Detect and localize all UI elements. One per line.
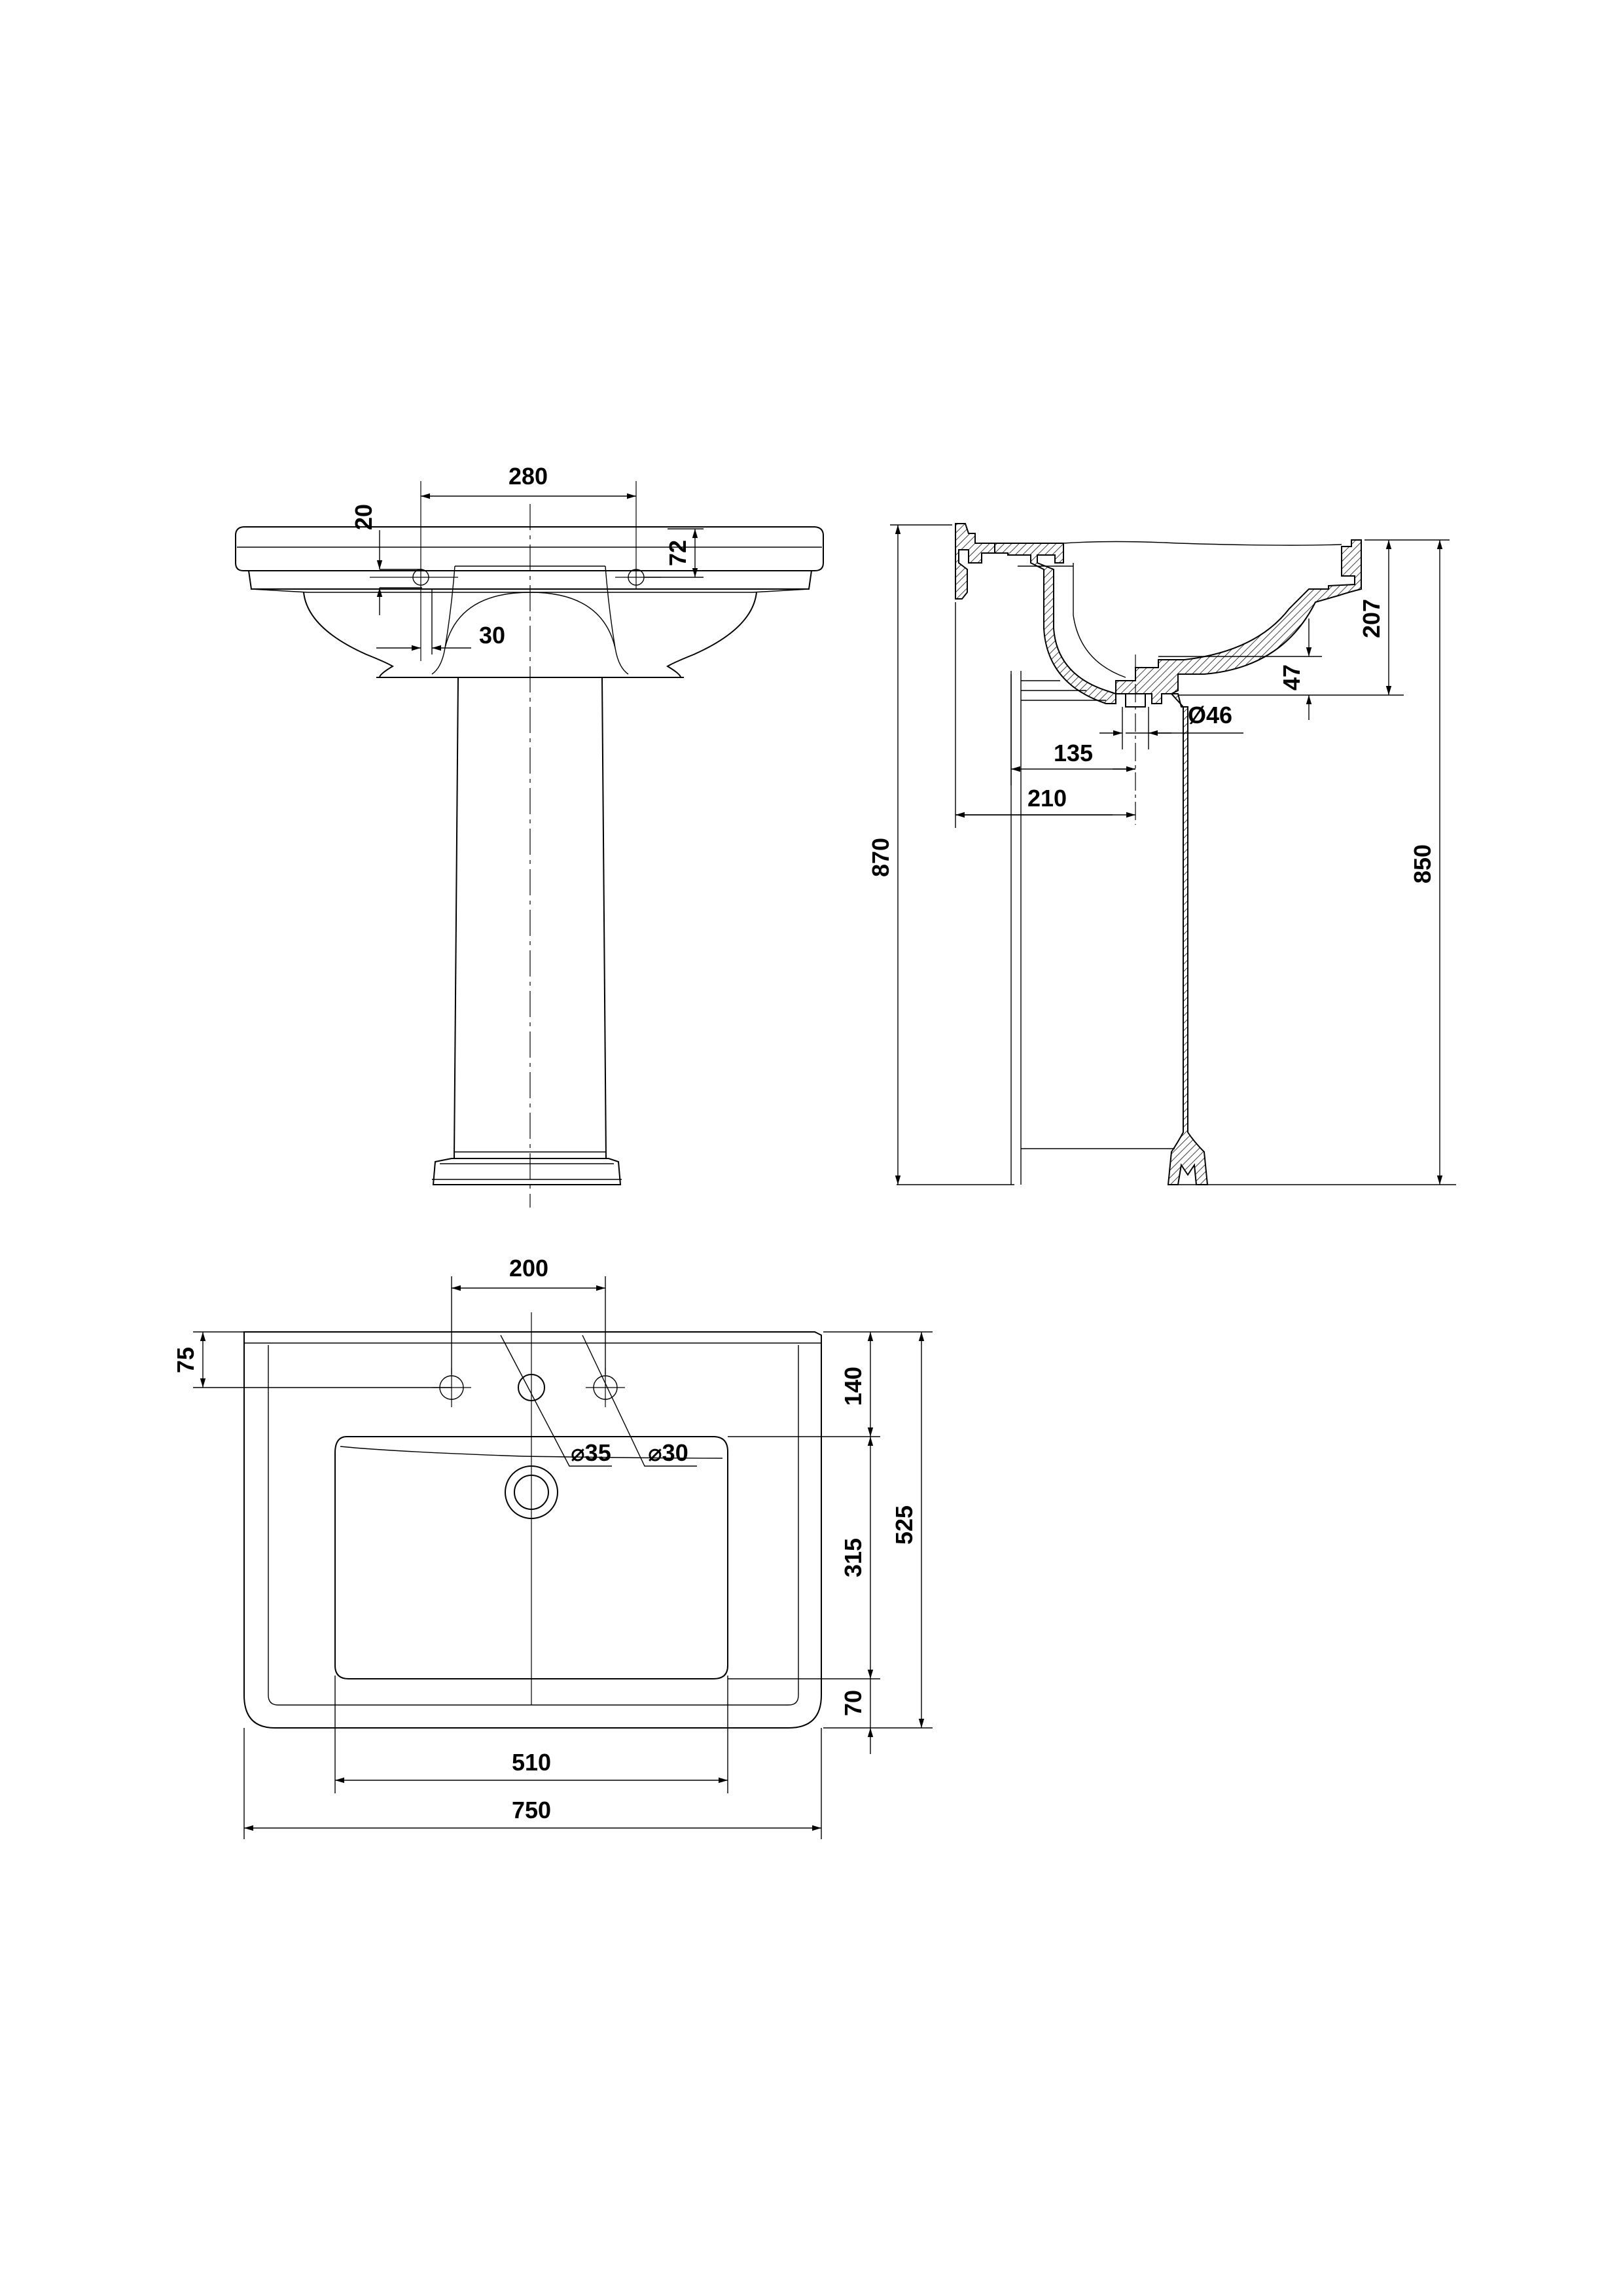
front-view: 280 20 72 30	[235, 463, 824, 1208]
plan-side-hole-label: ⌀30	[648, 1439, 688, 1466]
side-waste-offset-inner-label: 135	[1054, 740, 1093, 766]
side-bowl-depth-label: 207	[1358, 599, 1385, 638]
front-tap-offset-right-label: 72	[664, 540, 691, 566]
front-tap-offset-top-label: 20	[350, 504, 377, 530]
plan-overall-width-label: 750	[512, 1797, 551, 1823]
side-rim-height-label: 850	[1409, 844, 1436, 884]
plan-view: 200 75 140 315 70 525 ⌀35 ⌀30 510 750	[172, 1255, 933, 1839]
side-view: 870 850 207 47 Ø46 135 210	[867, 523, 1456, 1185]
front-tap-spacing-label: 280	[508, 463, 548, 490]
plan-front-offset-label: 75	[172, 1347, 199, 1373]
plan-bowl-length-label: 315	[840, 1538, 866, 1577]
plan-rear-depth-label: 140	[840, 1367, 866, 1406]
side-waste-offset-outer-label: 210	[1027, 785, 1067, 812]
plan-tap-spacing-label: 200	[509, 1255, 548, 1282]
plan-centre-hole-label: ⌀35	[571, 1439, 611, 1466]
plan-bowl-width-label: 510	[512, 1749, 551, 1776]
front-tap-offset-bottom-label: 30	[479, 622, 505, 649]
plan-overall-depth-label: 525	[891, 1505, 918, 1545]
side-total-height-label: 870	[867, 838, 894, 877]
plan-front-margin-label: 70	[840, 1690, 866, 1716]
side-waste-diameter-label: Ø46	[1188, 702, 1232, 728]
side-waste-height-label: 47	[1278, 664, 1305, 691]
